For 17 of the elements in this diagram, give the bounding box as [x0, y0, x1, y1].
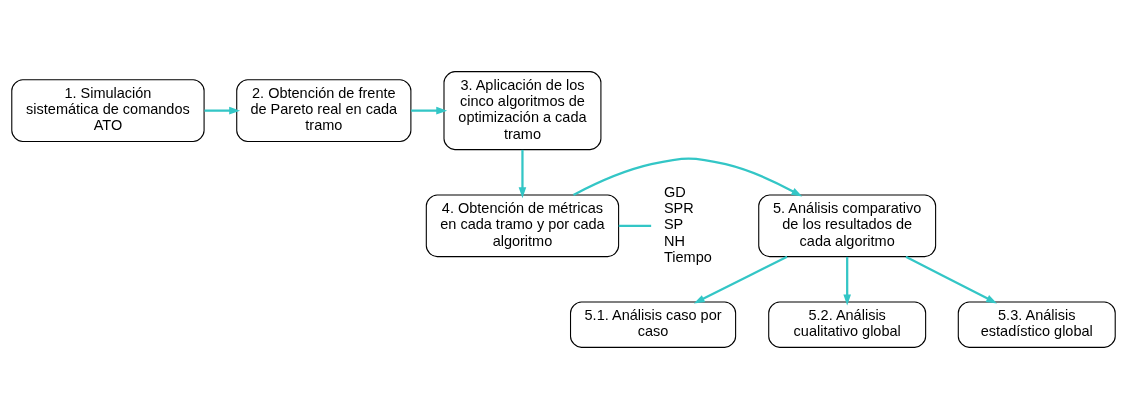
arrow: [843, 256, 851, 305]
node-box: 5.1. Análisis caso por caso: [570, 300, 737, 348]
arrow: [518, 149, 527, 198]
connector: [618, 224, 652, 227]
node-box: 2. Obtención de frente de Pareto real en cada tramo: [236, 78, 412, 142]
node-box: 5.3. Análisis estadístico global: [957, 300, 1116, 348]
arrow: [905, 255, 998, 303]
arrow: [411, 106, 448, 114]
node-box: 5.2. Análisis cualitativo global: [768, 300, 927, 348]
node-box: 3. Aplicación de los cinco algoritmos de optimización a cada tramo: [443, 70, 602, 150]
arrow: [204, 106, 241, 114]
arrow: [572, 156, 803, 197]
node-box: 1. Simulación sistemática de comandos ATO: [11, 78, 205, 142]
arrow: [693, 255, 788, 303]
node-box: 5. Análisis comparativo de los resultados de cada algoritmo: [758, 193, 937, 257]
node-text: GD SPR SP NH Tiempo: [663, 183, 712, 265]
node-box: 4. Obtención de métricas en cada tramo y por cada algoritmo: [425, 193, 620, 257]
